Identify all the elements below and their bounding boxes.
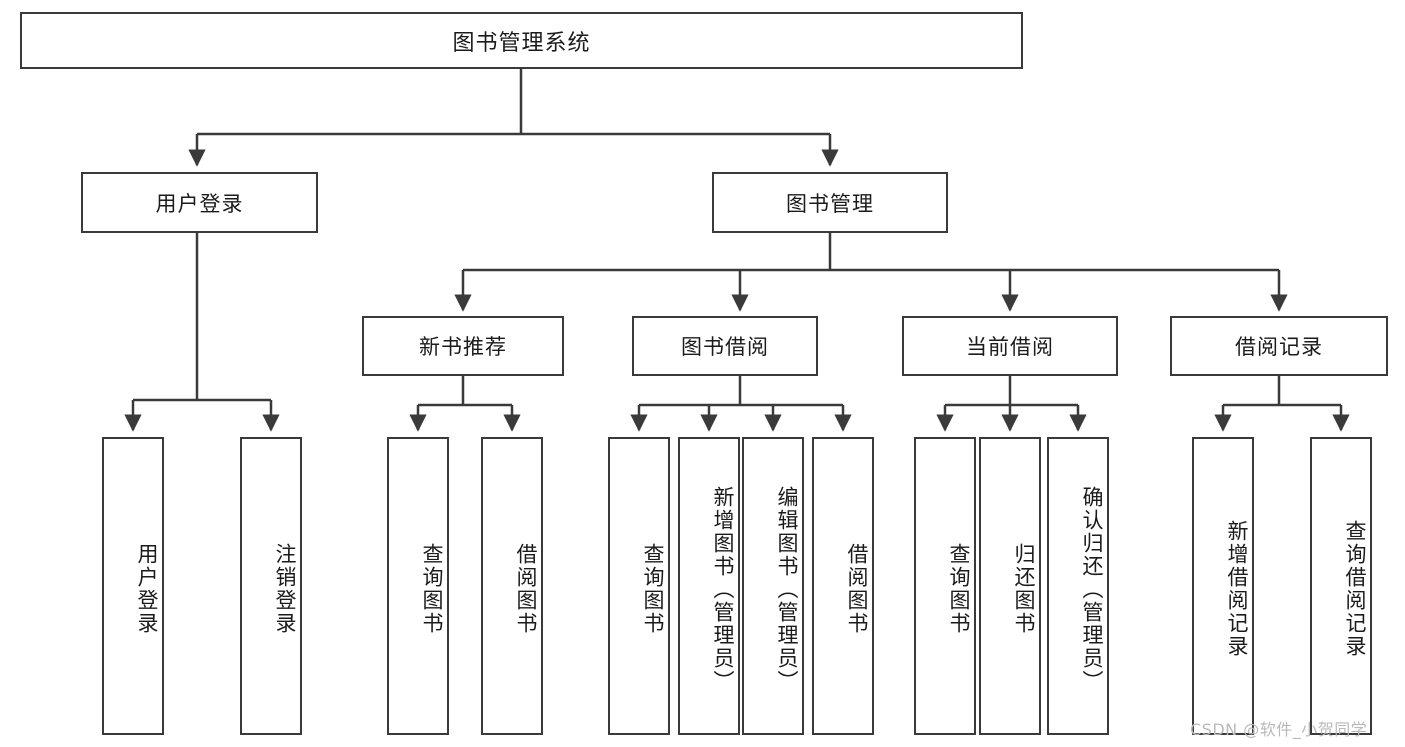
node-leaf-query-book-2-label: 查询图书 bbox=[641, 543, 665, 635]
node-leaf-add-book-label: 新增图书（管理员） bbox=[711, 485, 735, 693]
node-borrow-record[interactable]: 借阅记录 bbox=[1170, 316, 1388, 376]
node-leaf-return-book-label: 归还图书 bbox=[1012, 543, 1036, 635]
node-leaf-borrow-book-2[interactable]: 借阅图书 bbox=[812, 437, 874, 735]
node-book-borrow[interactable]: 图书借阅 bbox=[632, 316, 818, 376]
csdn-watermark: CSDN @软件_小贺同学 bbox=[1190, 720, 1368, 739]
node-leaf-borrow-book-1-label: 借阅图书 bbox=[514, 543, 538, 635]
node-leaf-borrow-book-2-label: 借阅图书 bbox=[845, 543, 869, 635]
node-leaf-query-book-1-label: 查询图书 bbox=[420, 543, 444, 635]
node-leaf-query-book-3-label: 查询图书 bbox=[947, 543, 971, 635]
node-leaf-edit-book-label: 编辑图书（管理员） bbox=[775, 485, 799, 693]
node-new-book-recommend-label: 新书推荐 bbox=[419, 335, 507, 359]
node-leaf-query-book-3[interactable]: 查询图书 bbox=[914, 437, 976, 735]
node-leaf-query-book-1[interactable]: 查询图书 bbox=[387, 437, 449, 735]
node-book-management[interactable]: 图书管理 bbox=[712, 172, 948, 233]
node-book-management-label: 图书管理 bbox=[786, 191, 874, 216]
node-leaf-user-login[interactable]: 用户登录 bbox=[102, 437, 164, 735]
node-leaf-confirm-return-label: 确认归还（管理员） bbox=[1080, 485, 1104, 693]
node-leaf-user-login-label: 用户登录 bbox=[135, 543, 159, 635]
node-leaf-add-borrow-record[interactable]: 新增借阅记录 bbox=[1192, 437, 1254, 735]
node-leaf-query-borrow-record-label: 查询借阅记录 bbox=[1343, 520, 1367, 658]
node-leaf-query-book-2[interactable]: 查询图书 bbox=[608, 437, 670, 735]
node-leaf-add-book[interactable]: 新增图书（管理员） bbox=[678, 437, 740, 735]
node-new-book-recommend[interactable]: 新书推荐 bbox=[362, 316, 564, 376]
node-root-system[interactable]: 图书管理系统 bbox=[20, 12, 1023, 69]
node-root-label: 图书管理系统 bbox=[452, 30, 591, 56]
node-leaf-logout-login-label: 注销登录 bbox=[273, 543, 297, 635]
node-leaf-query-borrow-record[interactable]: 查询借阅记录 bbox=[1310, 437, 1372, 735]
node-user-login-label: 用户登录 bbox=[155, 191, 244, 216]
node-leaf-add-borrow-record-label: 新增借阅记录 bbox=[1225, 520, 1249, 658]
node-current-borrow-label: 当前借阅 bbox=[966, 335, 1054, 359]
node-leaf-logout-login[interactable]: 注销登录 bbox=[240, 437, 302, 735]
node-leaf-borrow-book-1[interactable]: 借阅图书 bbox=[481, 437, 543, 735]
node-current-borrow[interactable]: 当前借阅 bbox=[902, 316, 1118, 376]
node-leaf-edit-book[interactable]: 编辑图书（管理员） bbox=[742, 437, 804, 735]
node-user-login[interactable]: 用户登录 bbox=[81, 172, 318, 233]
node-leaf-confirm-return[interactable]: 确认归还（管理员） bbox=[1047, 437, 1109, 735]
node-book-borrow-label: 图书借阅 bbox=[681, 335, 769, 359]
node-leaf-return-book[interactable]: 归还图书 bbox=[979, 437, 1041, 735]
node-borrow-record-label: 借阅记录 bbox=[1235, 335, 1323, 359]
